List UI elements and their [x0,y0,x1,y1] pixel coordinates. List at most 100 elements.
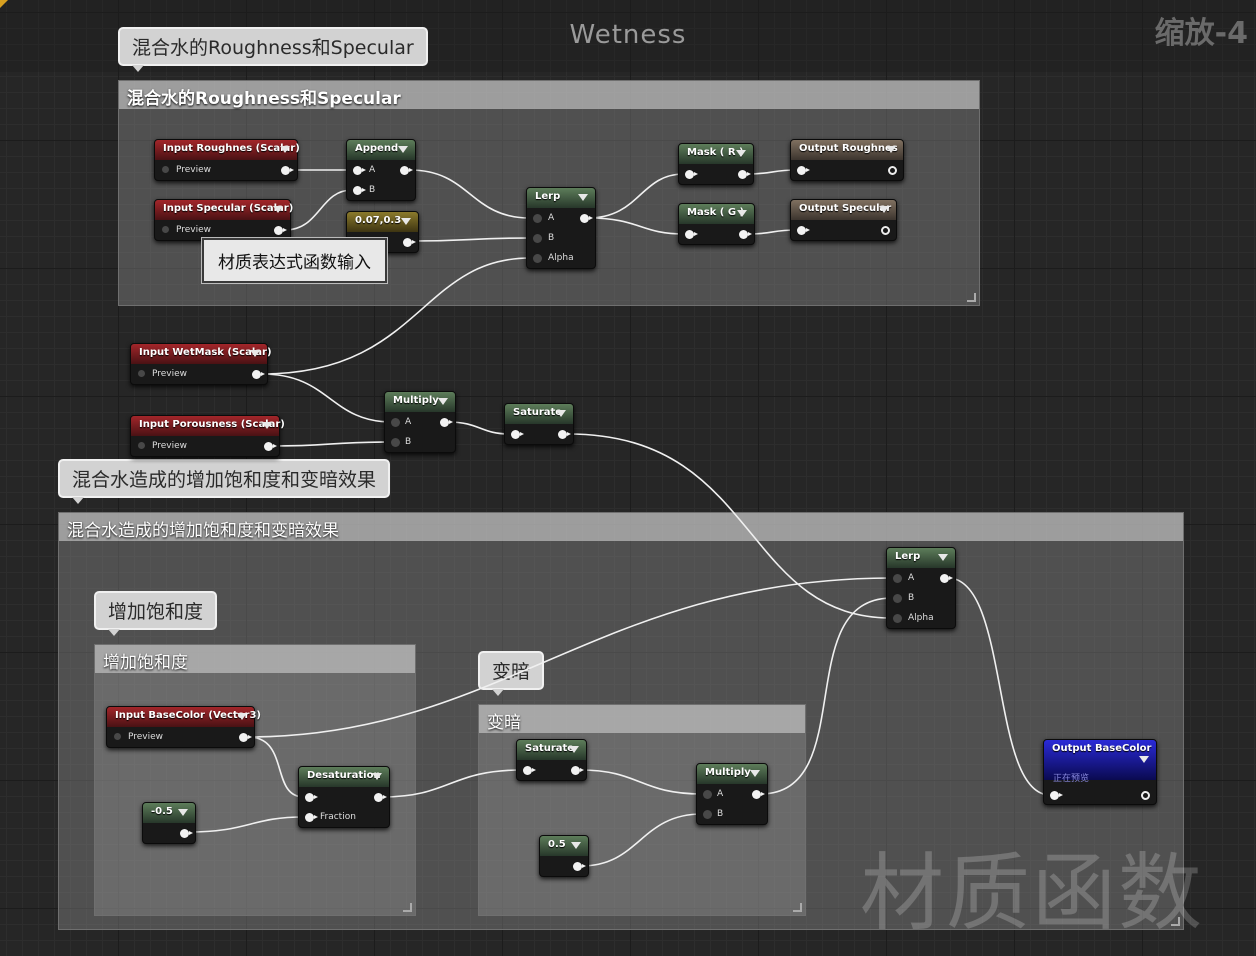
comment-title-darken[interactable]: 变暗 [479,705,805,733]
input-pin-icon[interactable] [511,430,524,439]
node-append[interactable]: Append A B [346,139,416,201]
input-pin-icon[interactable] [1050,791,1063,800]
input-pin-icon[interactable] [391,438,400,447]
output-pin-icon[interactable] [940,574,953,583]
node-input-roughness[interactable]: Input Roughnes (Scalar) Preview [154,139,300,181]
node-constant-neg05[interactable]: -0.5 [142,802,196,844]
chevron-down-icon[interactable] [438,398,448,405]
comment-bubble-saturation[interactable]: 混合水造成的增加饱和度和变暗效果 [58,459,391,504]
chevron-down-icon[interactable] [938,554,948,561]
input-pin-icon[interactable] [353,166,366,175]
node-output-specular[interactable]: Output Specular [790,199,897,241]
chevron-down-icon[interactable] [262,422,272,429]
comment-bubble-add-saturation[interactable]: 增加饱和度 [94,591,218,636]
output-pin-icon[interactable] [400,166,413,175]
chevron-down-icon[interactable] [578,194,588,201]
resize-grip-icon[interactable] [967,293,976,302]
chevron-down-icon[interactable] [237,713,247,720]
comment-bubble-roughness[interactable]: 混合水的Roughness和Specular [118,27,428,72]
chevron-down-icon[interactable] [398,146,408,153]
node-header[interactable]: Output BaseColor [1044,740,1156,780]
chevron-down-icon[interactable] [401,218,411,225]
node-saturate-bottom[interactable]: Saturate [516,739,587,781]
resize-grip-icon[interactable] [793,903,802,912]
input-pin-icon[interactable] [391,418,400,427]
node-header[interactable]: Saturate [517,740,586,760]
input-pin-icon[interactable] [533,234,542,243]
output-pin-icon[interactable] [264,442,277,451]
input-pin-icon[interactable] [533,214,542,223]
chevron-down-icon[interactable] [273,206,283,213]
node-constant-05[interactable]: 0.5 [539,835,589,877]
output-pin-icon[interactable] [881,226,890,235]
input-pin-icon[interactable] [893,614,902,623]
chevron-down-icon[interactable] [556,410,566,417]
input-pin-icon[interactable] [893,574,902,583]
output-pin-icon[interactable] [252,370,265,379]
input-pin-icon[interactable] [305,793,318,802]
output-pin-icon[interactable] [403,238,416,247]
output-pin-icon[interactable] [739,230,752,239]
input-pin-icon[interactable] [797,226,810,235]
node-header[interactable]: Lerp [887,548,955,568]
node-input-wetmask[interactable]: Input WetMask (Scalar) Preview [130,343,272,385]
node-output-basecolor[interactable]: Output BaseColor 正在预览 [1043,739,1157,805]
node-header[interactable]: Input Specular (Scalar) [155,200,293,220]
output-pin-icon[interactable] [580,214,593,223]
input-pin-icon[interactable] [162,166,169,173]
output-pin-icon[interactable] [571,766,584,775]
output-pin-icon[interactable] [558,430,571,439]
chevron-down-icon[interactable] [569,746,579,753]
output-pin-icon[interactable] [239,733,252,742]
comment-bubble-darken[interactable]: 变暗 [478,651,545,696]
node-header[interactable]: -0.5 [143,803,195,823]
chevron-down-icon[interactable] [879,206,889,213]
node-multiply-mid[interactable]: Multiply A B [384,391,456,453]
node-mask-r[interactable]: Mask ( R ) [678,143,754,185]
chevron-down-icon[interactable] [736,150,746,157]
node-header[interactable]: Lerp [527,188,595,208]
comment-title-saturation[interactable]: 混合水造成的增加饱和度和变暗效果 [59,513,1183,541]
node-header[interactable]: Multiply [385,392,455,412]
output-pin-icon[interactable] [888,166,897,175]
node-input-porousness[interactable]: Input Porousness (Scalar) Preview [130,415,285,457]
node-header[interactable]: Input WetMask (Scalar) [131,344,272,364]
chevron-down-icon[interactable] [1139,756,1149,763]
node-header[interactable]: Mask ( G ) [679,204,754,224]
chevron-down-icon[interactable] [886,146,896,153]
node-header[interactable]: 0.07,0.3 [347,212,418,232]
node-header[interactable]: Input Porousness (Scalar) [131,416,285,436]
input-pin-icon[interactable] [533,254,542,263]
input-pin-icon[interactable] [893,594,902,603]
comment-title-add-saturation[interactable]: 增加饱和度 [95,645,415,673]
node-input-basecolor[interactable]: Input BaseColor (Vector3) Preview [106,706,261,748]
output-pin-icon[interactable] [180,829,193,838]
input-pin-icon[interactable] [138,442,145,449]
chevron-down-icon[interactable] [737,210,747,217]
node-header[interactable]: Input Roughnes (Scalar) [155,140,300,160]
input-pin-icon[interactable] [305,813,318,822]
node-output-roughness[interactable]: Output Roughnes [790,139,904,181]
input-pin-icon[interactable] [703,790,712,799]
node-header[interactable]: Output Roughnes [791,140,903,160]
node-header[interactable]: Append [347,140,415,160]
output-pin-icon[interactable] [374,793,387,802]
node-header[interactable]: Output Specular [791,200,896,220]
input-pin-icon[interactable] [703,810,712,819]
chevron-down-icon[interactable] [178,809,188,816]
node-mask-g[interactable]: Mask ( G ) [678,203,755,245]
node-header[interactable]: Input BaseColor (Vector3) [107,707,261,727]
chevron-down-icon[interactable] [250,350,260,357]
resize-grip-icon[interactable] [1171,917,1180,926]
output-pin-icon[interactable] [738,170,751,179]
output-pin-icon[interactable] [752,790,765,799]
input-pin-icon[interactable] [353,186,366,195]
node-saturate-mid[interactable]: Saturate [504,403,574,445]
node-lerp-bottom[interactable]: Lerp A B Alpha [886,547,956,629]
chevron-down-icon[interactable] [280,146,290,153]
node-multiply-bottom[interactable]: Multiply A B [696,763,768,825]
output-pin-icon[interactable] [274,226,287,235]
node-header[interactable]: Multiply [697,764,767,784]
chevron-down-icon[interactable] [750,770,760,777]
node-header[interactable]: 0.5 [540,836,588,856]
